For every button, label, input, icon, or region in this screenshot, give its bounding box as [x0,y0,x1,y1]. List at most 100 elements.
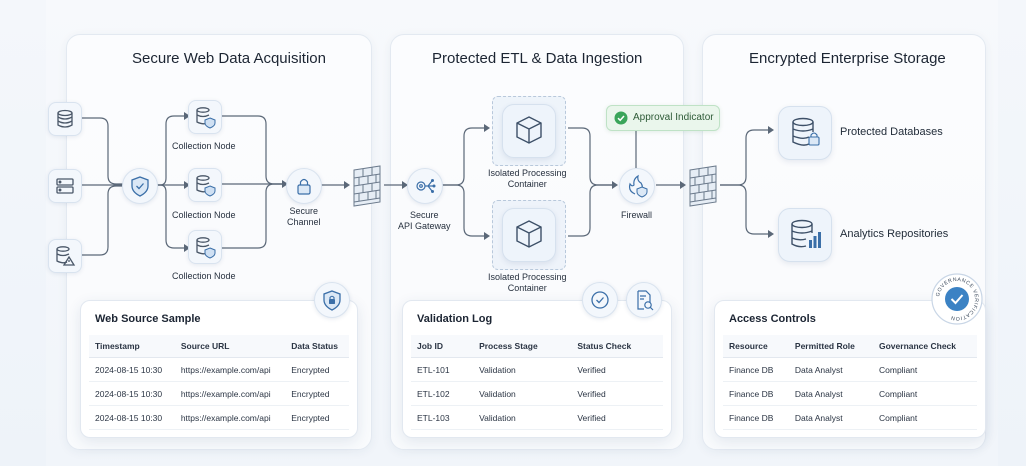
shield-icon [122,168,158,204]
container-label-line2: Container [507,283,547,293]
column-header: Source URL [174,335,286,358]
secure-channel-label-line2: Channel [287,217,321,227]
table-cell: Data Analyst [788,381,873,406]
column-header: Process Stage [473,335,572,358]
cube-icon [502,104,556,158]
container-label-line1: Isolated Processing [488,168,567,178]
table-cell: Finance DB [723,381,789,406]
protected-database-icon [778,106,832,160]
governance-verification-seal-icon: GOVERNANCE VERIFICATION [931,273,983,325]
database-icon [48,102,82,136]
secure-channel-label-line1: Secure [289,206,319,216]
container-label-line2: Container [507,179,547,189]
column-header: Resource [723,335,789,358]
firewall-icon [689,165,717,207]
table-cell: Data Analyst [788,405,873,430]
shield-icon [314,282,350,318]
server-icon [48,169,82,203]
analytics-db-icon [778,208,832,262]
table-cell: ETL-103 [411,405,474,430]
table-cell: Finance DB [723,405,789,430]
web-source-title: Web Source Sample [95,313,201,325]
column-header: Governance Check [873,335,977,358]
table-cell: Validation [473,357,572,382]
panel-title-storage: Encrypted Enterprise Storage [749,50,946,67]
table-cell: Finance DB [723,357,789,382]
container-label-line1: Isolated Processing [488,272,567,282]
table-cell: 2024-08-15 10:30 [89,357,175,382]
table-cell: Verified [571,357,663,382]
database-warning-icon [48,239,82,273]
table-cell: Compliant [873,381,977,406]
secure-channel-label: Secure Channel [287,206,321,228]
column-header: Permitted Role [788,335,873,358]
collection-node-label: Collection Node [172,210,236,220]
table-cell: Validation [473,405,572,430]
table-cell: Encrypted [285,381,349,406]
protected-databases-label: Protected Databases [840,126,943,138]
table-cell: Encrypted [285,405,349,430]
column-header: Status Check [571,335,663,358]
firewall-icon [353,165,381,207]
api-gateway-label: Secure API Gateway [398,210,451,232]
check-circle-icon [614,111,628,125]
table-cell: Encrypted [285,357,349,382]
check-circle-icon [582,282,618,318]
table-cell: Validation [473,381,572,406]
api-gateway-label-line2: API Gateway [398,221,451,231]
table-cell: https://example.com/api [174,357,286,382]
collection-node-icon [188,168,222,202]
panel-title-etl: Protected ETL & Data Ingestion [432,50,643,67]
analytics-repositories-label: Analytics Repositories [840,228,949,240]
collection-node-label: Collection Node [172,141,236,151]
lock-icon [286,168,322,204]
collection-node-icon [188,230,222,264]
approval-indicator-label: Approval Indicator [633,112,714,123]
cube-icon [502,208,556,262]
table-cell: Compliant [873,405,977,430]
table-cell: 2024-08-15 10:30 [89,381,175,406]
approval-indicator: Approval Indicator [606,105,720,131]
flame-shield-icon [619,168,655,204]
table-cell: Verified [571,405,663,430]
collection-node-label: Collection Node [172,271,236,281]
table-cell: Verified [571,381,663,406]
table-cell: Data Analyst [788,357,873,382]
validation-log-title: Validation Log [417,313,493,325]
column-header: Data Status [285,335,349,358]
collection-node-icon [188,100,222,134]
document-search-icon [626,282,662,318]
table-cell: Compliant [873,357,977,382]
table-cell: ETL-101 [411,357,474,382]
table-cell: https://example.com/api [174,381,286,406]
column-header: Job ID [411,335,474,358]
table-cell: 2024-08-15 10:30 [89,405,175,430]
gear-network-icon [407,168,443,204]
panel-title-acquisition: Secure Web Data Acquisition [132,50,326,67]
container-label: Isolated Processing Container [488,272,567,294]
table-cell: https://example.com/api [174,405,286,430]
table-cell: ETL-102 [411,381,474,406]
container-label: Isolated Processing Container [488,168,567,190]
access-controls-title: Access Controls [729,313,816,325]
api-gateway-label-line1: Secure [410,210,439,220]
